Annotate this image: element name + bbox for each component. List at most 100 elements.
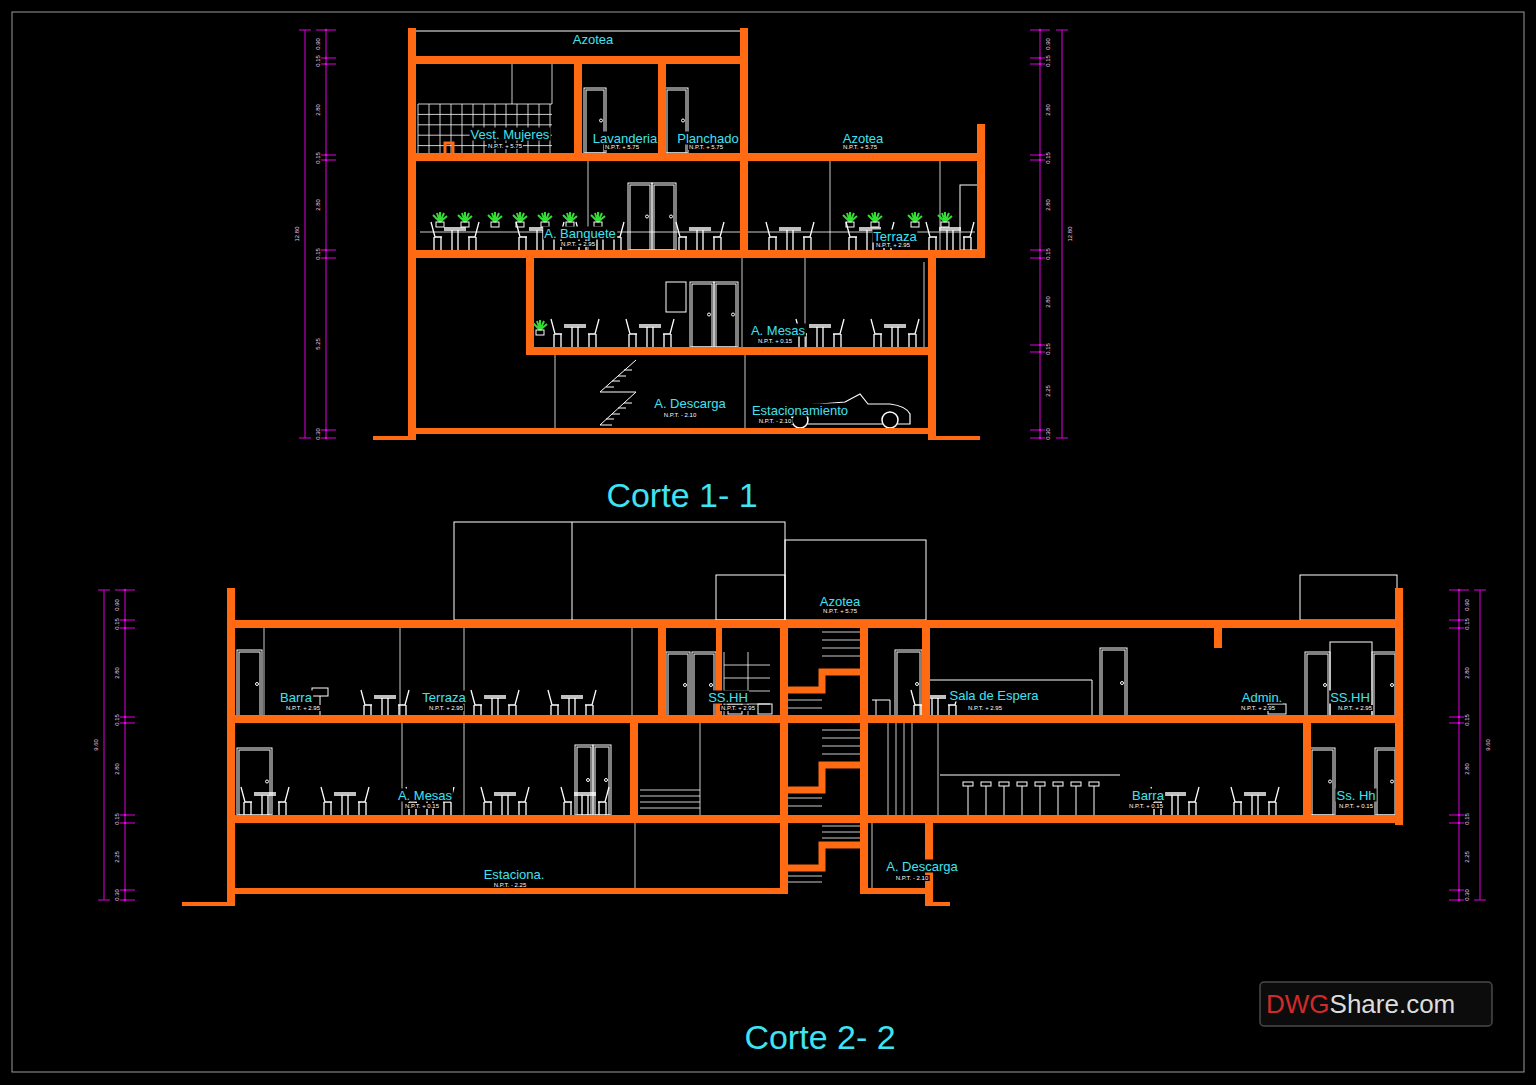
dimension-dot — [325, 437, 328, 440]
glass-line — [904, 723, 905, 815]
dimension-dot — [1039, 154, 1042, 157]
wall — [227, 715, 1403, 723]
dimension-dot — [325, 257, 328, 260]
section-title: Corte 1- 1 — [606, 478, 757, 512]
dimension-text: 0.90 — [1464, 598, 1470, 612]
table-set — [321, 787, 369, 815]
bar-stool — [1058, 786, 1059, 815]
table-set — [471, 690, 519, 718]
watermark: Share.com — [1330, 991, 1456, 1017]
dimension-line — [1062, 30, 1063, 438]
wall — [658, 628, 666, 715]
wall — [780, 620, 788, 894]
door-knob — [916, 683, 919, 686]
level-note: N.P.T. + 2.95 — [285, 705, 321, 711]
dimension-text: 0.15 — [1045, 151, 1051, 165]
door-knob — [1121, 682, 1124, 685]
bar-stool — [1053, 782, 1063, 786]
dimension-line — [1040, 30, 1041, 438]
level-note: N.P.T. + 0.15 — [404, 803, 440, 809]
dimension-dot — [124, 722, 127, 725]
plant-symbol — [488, 212, 502, 222]
bar-stool — [1035, 782, 1045, 786]
wall — [408, 28, 416, 440]
plant-pot — [941, 222, 949, 227]
plant-pot — [461, 222, 469, 227]
plant-pot — [436, 222, 444, 227]
glass-line — [742, 258, 743, 347]
door-knob — [1324, 684, 1327, 687]
wall — [630, 723, 638, 815]
door — [666, 652, 690, 718]
dimension-dot — [325, 57, 328, 60]
wall — [227, 815, 1403, 823]
step-lines — [786, 730, 860, 806]
plant-symbol — [938, 212, 952, 222]
dimension-text: 0.90 — [114, 598, 120, 612]
room-label: Terraza — [872, 230, 917, 243]
level-note: N.P.T. + 2.95 — [967, 705, 1003, 711]
table-set — [548, 690, 596, 718]
room-label: Estaciona. — [483, 868, 546, 881]
wall — [373, 436, 416, 440]
glass-line — [940, 161, 941, 250]
door — [1375, 748, 1397, 815]
wall — [860, 888, 933, 894]
level-note: N.P.T. - 2.10 — [758, 418, 793, 424]
room-label: A. Descarga — [885, 860, 959, 873]
dimension-text: 0.15 — [1464, 713, 1470, 727]
plant-symbol — [591, 212, 605, 222]
fixture — [758, 704, 772, 714]
bar-stool — [1071, 782, 1081, 786]
dimension-text: 0.30 — [114, 888, 120, 902]
stair-flight — [786, 765, 860, 790]
room-label: A. Descarga — [653, 397, 727, 410]
bar-stool — [1040, 786, 1041, 815]
dimension-tick — [1056, 30, 1068, 31]
door — [1100, 648, 1127, 718]
dimension-tick — [316, 30, 336, 31]
door — [1307, 654, 1328, 718]
door-knob — [708, 313, 711, 316]
dimension-tick — [98, 900, 110, 901]
dimension-text: 2.80 — [1464, 666, 1470, 680]
dimension-dot — [1039, 57, 1042, 60]
door — [654, 185, 674, 250]
table-set — [626, 319, 674, 347]
step-lines — [640, 790, 700, 808]
wall — [227, 620, 1403, 628]
wall — [526, 347, 936, 355]
door — [690, 282, 714, 347]
wall — [408, 250, 985, 258]
roof-volume — [572, 522, 573, 620]
plant-pot — [911, 222, 919, 227]
dimension-dot — [124, 889, 127, 892]
roof-volume — [785, 540, 926, 620]
door — [960, 185, 978, 250]
level-note: N.P.T. + 5.75 — [842, 144, 878, 150]
level-note: N.P.T. + 5.75 — [822, 608, 858, 614]
level-note: N.P.T. + 5.75 — [604, 144, 640, 150]
door — [652, 183, 676, 250]
wall — [860, 620, 868, 894]
dimension-line — [125, 590, 126, 900]
level-note: N.P.T. + 2.95 — [875, 242, 911, 248]
plant-symbol — [538, 212, 552, 222]
door-knob — [710, 684, 713, 687]
door — [692, 284, 712, 347]
dimension-text: 0.15 — [315, 247, 321, 261]
dimension-tick — [1474, 900, 1486, 901]
door — [694, 654, 714, 718]
dimension-tick — [299, 438, 311, 439]
table-set — [926, 222, 974, 250]
room-label: Barra — [279, 691, 313, 704]
door-knob — [682, 119, 685, 122]
dimension-text: 0.15 — [114, 617, 120, 631]
tile-grid — [418, 104, 419, 156]
level-note: N.P.T. + 2.95 — [1240, 705, 1276, 711]
dimension-dot — [1039, 249, 1042, 252]
dimension-text: 2.25 — [1045, 384, 1051, 398]
dimension-dot — [1039, 437, 1042, 440]
dimension-line — [1459, 590, 1460, 900]
dimension-text: 0.30 — [1464, 888, 1470, 902]
